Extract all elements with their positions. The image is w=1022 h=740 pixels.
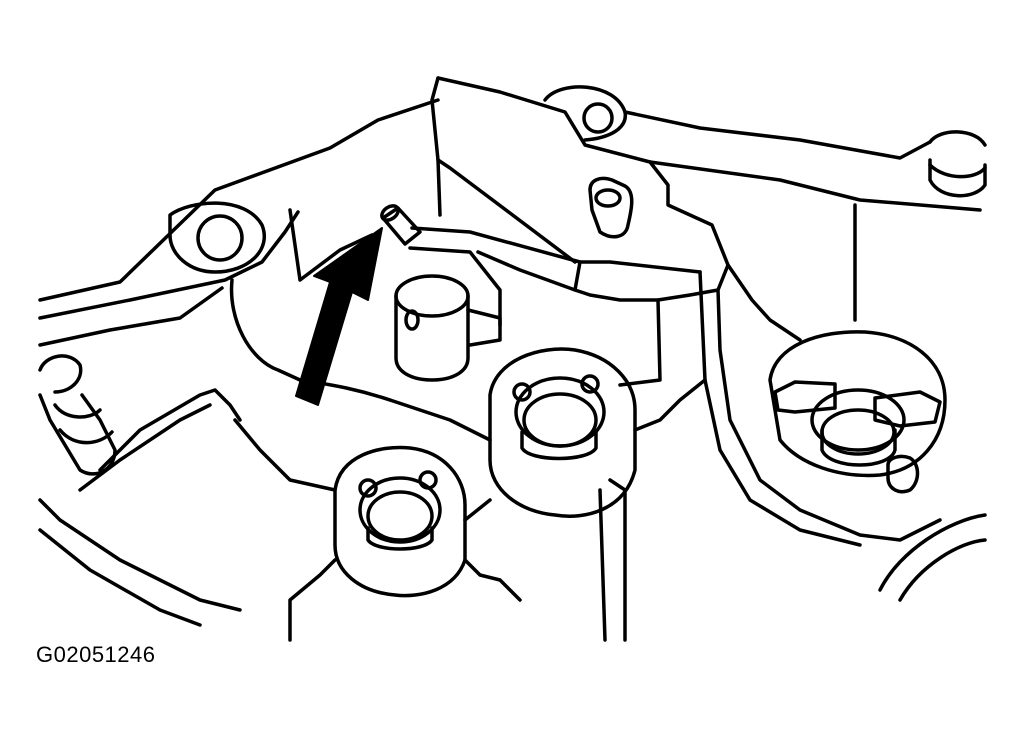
shaft-cylinder: [394, 274, 502, 382]
left-boss-hole: [196, 214, 244, 262]
upper-boss-hole: [582, 102, 614, 134]
bracket-front-face: [430, 76, 577, 264]
lower-left-rib-2: [78, 403, 212, 492]
mid-wall-lower: [463, 498, 492, 522]
housing-lower-edge: [38, 286, 224, 347]
lever-arm-upper: [410, 226, 582, 264]
lower-boss-base-right: [463, 558, 522, 602]
figure-code: G02051246: [36, 642, 156, 667]
right-cylinder-top: [928, 130, 987, 147]
lever-arm-lower: [408, 246, 502, 327]
bracket-slot: [588, 176, 634, 239]
mid-wall-right: [633, 378, 707, 432]
lower-boss: [333, 445, 467, 598]
center-boss-rib-2: [598, 488, 607, 642]
mid-wall-left: [388, 398, 492, 442]
upper-boss-right: [543, 85, 627, 142]
lower-boss-base: [288, 558, 337, 642]
right-lower-arc: [878, 513, 987, 592]
bracket-left-face: [436, 158, 442, 217]
flange-arm-outer: [698, 270, 862, 547]
left-stud: [38, 354, 117, 476]
flange-arm-lower: [716, 288, 942, 542]
lower-left-wall: [233, 418, 337, 492]
housing-right-rib: [648, 160, 982, 212]
bracket-top-plate: [436, 76, 730, 302]
lower-left-rib: [98, 388, 242, 472]
right-cylinder-ring: [928, 163, 987, 179]
lower-left-floor: [38, 498, 242, 612]
small-pin: [380, 204, 422, 246]
housing-inner-edge: [38, 210, 300, 320]
cavity-outline: [288, 208, 374, 282]
right-lower-arc-inner: [898, 538, 987, 602]
housing-upper-edge: [38, 98, 440, 302]
center-boss: [488, 347, 637, 518]
bracket-lower-flange: [618, 298, 662, 387]
lower-left-floor-2: [38, 528, 202, 627]
arrow-indicator: [295, 227, 383, 406]
housing-top-right-edge: [623, 110, 932, 160]
lever-arm-link: [476, 250, 577, 292]
center-boss-rib: [608, 478, 627, 642]
flange-arm: [726, 263, 802, 342]
cavity-wall: [229, 278, 302, 382]
left-boss-outline: [168, 201, 266, 274]
right-cylinder-body: [928, 158, 987, 198]
right-large-boss: [768, 330, 947, 494]
